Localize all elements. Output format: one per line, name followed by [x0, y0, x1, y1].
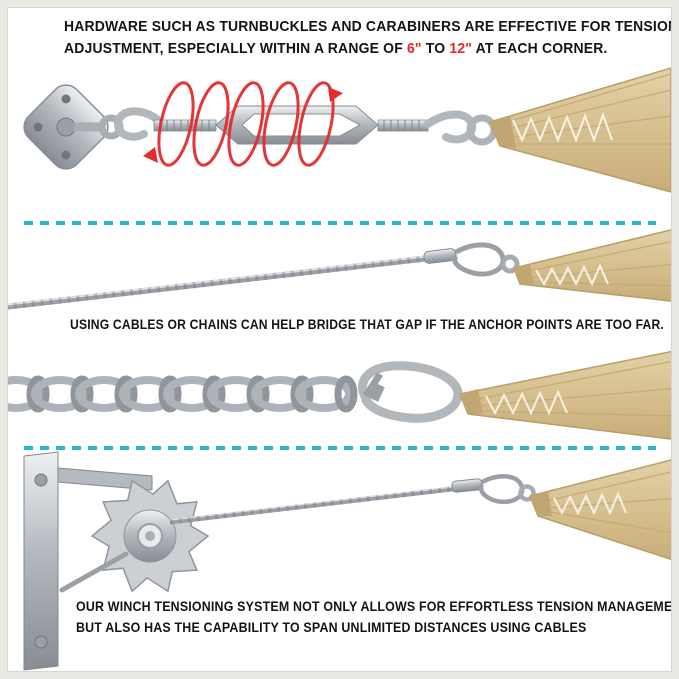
headline: HARDWARE SUCH AS TURNBUCKLES AND CARABIN…	[64, 16, 678, 60]
winch-cable	[169, 485, 461, 525]
wall-mount-plate	[23, 84, 124, 170]
dashed-divider-bottom	[24, 446, 656, 450]
sail-strap	[528, 457, 679, 563]
bottom-caption-line1: OUR WINCH TENSIONING SYSTEM NOT ONLY ALL…	[76, 599, 679, 614]
range-min-value: 6"	[406, 40, 422, 57]
dashed-divider-top	[24, 221, 656, 225]
tension-arrow-left	[143, 147, 158, 163]
chain-illustration	[0, 349, 679, 441]
headline-line1: HARDWARE SUCH AS TURNBUCKLES AND CARABIN…	[64, 18, 679, 35]
cable-illustration	[0, 228, 679, 311]
cable-loop	[452, 242, 506, 277]
range-joiner: TO	[425, 40, 446, 57]
tension-spring-overlay	[157, 81, 335, 167]
sail-strap	[513, 228, 679, 303]
cable-ferrule	[451, 478, 483, 493]
turnbuckle-body	[113, 105, 498, 146]
sail-strap	[488, 67, 671, 193]
ratchet-gear	[90, 479, 210, 593]
middle-caption: USING CABLES OR CHAINS CAN HELP BRIDGE T…	[70, 317, 664, 332]
carabiner	[358, 361, 463, 423]
headline-line2-tail: AT EACH CORNER.	[475, 40, 608, 57]
range-max-value: 12"	[449, 40, 473, 57]
tension-arrow-right	[328, 87, 343, 102]
connector-ring	[518, 484, 536, 502]
connector-ring	[500, 254, 520, 274]
turnbuckle-illustration	[23, 67, 671, 193]
cable-loop	[478, 474, 525, 505]
steel-cable	[0, 255, 431, 311]
headline-line2-text: ADJUSTMENT, ESPECIALLY WITHIN A RANGE OF	[64, 40, 403, 57]
winch-illustration	[23, 451, 679, 671]
chain	[0, 375, 358, 413]
bottom-caption: OUR WINCH TENSIONING SYSTEM NOT ONLY ALL…	[76, 596, 679, 638]
headline-line2: ADJUSTMENT, ESPECIALLY WITHIN A RANGE OF…	[64, 38, 678, 60]
cable-ferrule	[423, 248, 457, 264]
sail-strap	[458, 349, 679, 441]
mounting-bracket	[23, 451, 153, 671]
bottom-caption-line2: BUT ALSO HAS THE CAPABILITY TO SPAN UNLI…	[76, 620, 587, 635]
pawl-lever	[59, 551, 129, 593]
